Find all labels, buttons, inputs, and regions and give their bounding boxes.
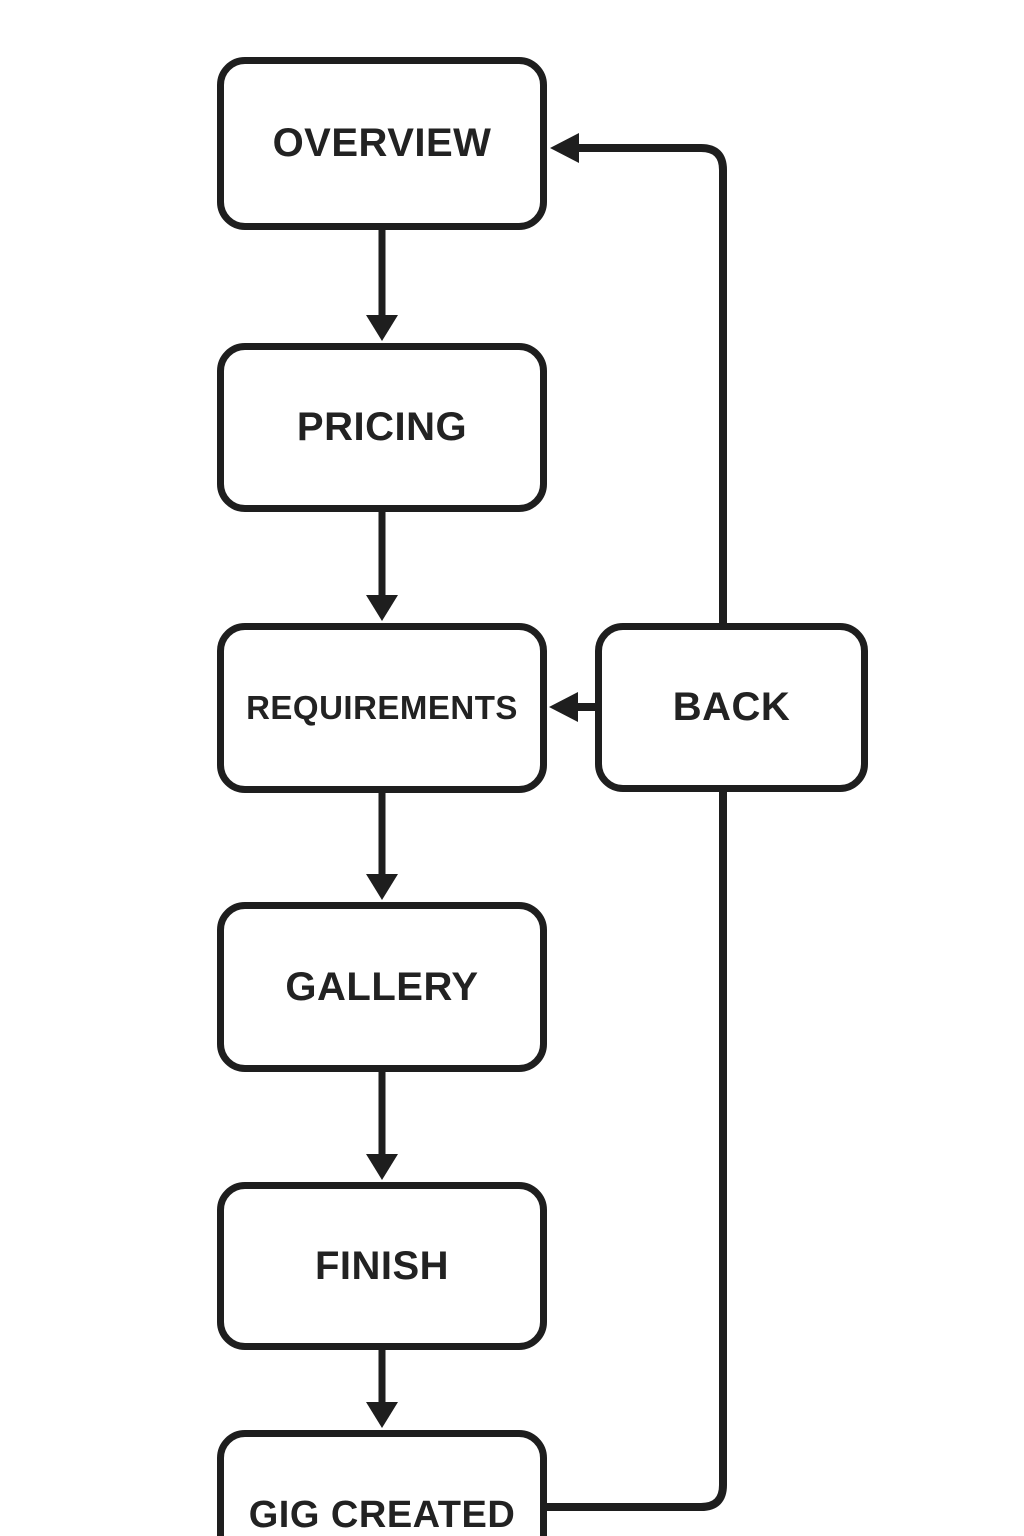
arrowhead-into-requirements (549, 692, 578, 722)
edge-pricing-to-requirements (366, 508, 398, 621)
edge-overview-to-pricing (366, 226, 398, 341)
arrowhead-into-pricing (366, 315, 398, 341)
flow-node-gallery: GALLERY (217, 902, 547, 1072)
flow-node-pricing: PRICING (217, 343, 547, 512)
flow-node-back: BACK (595, 623, 868, 792)
edge-back-to-requirements (549, 692, 599, 722)
flow-node-finish: FINISH (217, 1182, 547, 1350)
arrowhead-into-gig-created (366, 1402, 398, 1428)
edge-gig-created-to-overview (543, 133, 727, 1511)
edge-finish-to-gig-created (366, 1346, 398, 1428)
flow-node-overview: OVERVIEW (217, 57, 547, 230)
edge-requirements-to-gallery (366, 789, 398, 900)
flow-node-gig-created: GIG CREATED (217, 1430, 547, 1536)
arrowhead-into-finish (366, 1154, 398, 1180)
arrowhead-into-requirements-top (366, 595, 398, 621)
arrowhead-into-gallery (366, 874, 398, 900)
arrowhead-into-overview (550, 133, 579, 163)
edge-gallery-to-finish (366, 1068, 398, 1180)
flow-node-requirements: REQUIREMENTS (217, 623, 547, 793)
